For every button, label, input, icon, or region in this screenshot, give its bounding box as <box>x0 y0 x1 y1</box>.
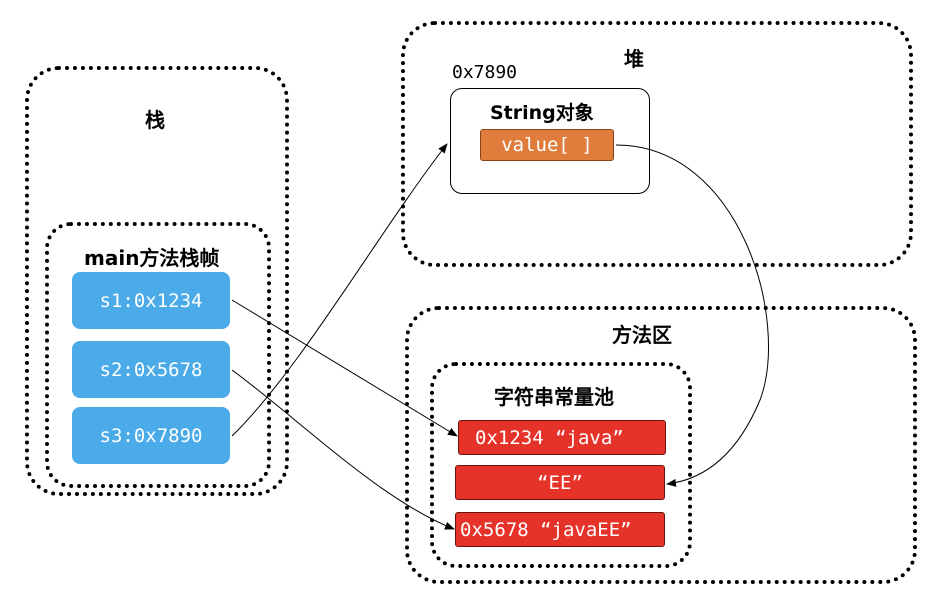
pool-entry-ee: “EE” <box>455 465 665 500</box>
variable-s1: s1:0x1234 <box>72 272 230 329</box>
pool-entry-javaee: 0x5678 “javaEE” <box>455 512 665 547</box>
method-area-title: 方法区 <box>612 323 672 347</box>
variable-s3: s3:0x7890 <box>72 407 230 464</box>
stack-frame-title: main方法栈帧 <box>84 246 220 270</box>
arrow-value-to-ee <box>615 144 769 487</box>
method-area-region <box>405 306 917 584</box>
arrow-s2-to-javaee <box>231 369 455 530</box>
value-field: value[ ] <box>480 129 614 161</box>
object-address: 0x7890 <box>452 62 518 83</box>
stack-region <box>25 66 289 496</box>
variable-s2: s2:0x5678 <box>72 341 230 398</box>
arrow-s1-to-java <box>231 299 458 437</box>
pool-title: 字符串常量池 <box>494 385 614 409</box>
object-title: String对象 <box>490 102 594 124</box>
pool-entry-java: 0x1234 “java” <box>458 420 666 455</box>
arrow-s3-to-object <box>231 143 448 437</box>
heap-title: 堆 <box>624 47 644 71</box>
main-stack-frame <box>45 222 271 488</box>
heap-region <box>401 21 913 267</box>
stack-title: 栈 <box>145 108 165 132</box>
string-constant-pool <box>430 362 692 568</box>
